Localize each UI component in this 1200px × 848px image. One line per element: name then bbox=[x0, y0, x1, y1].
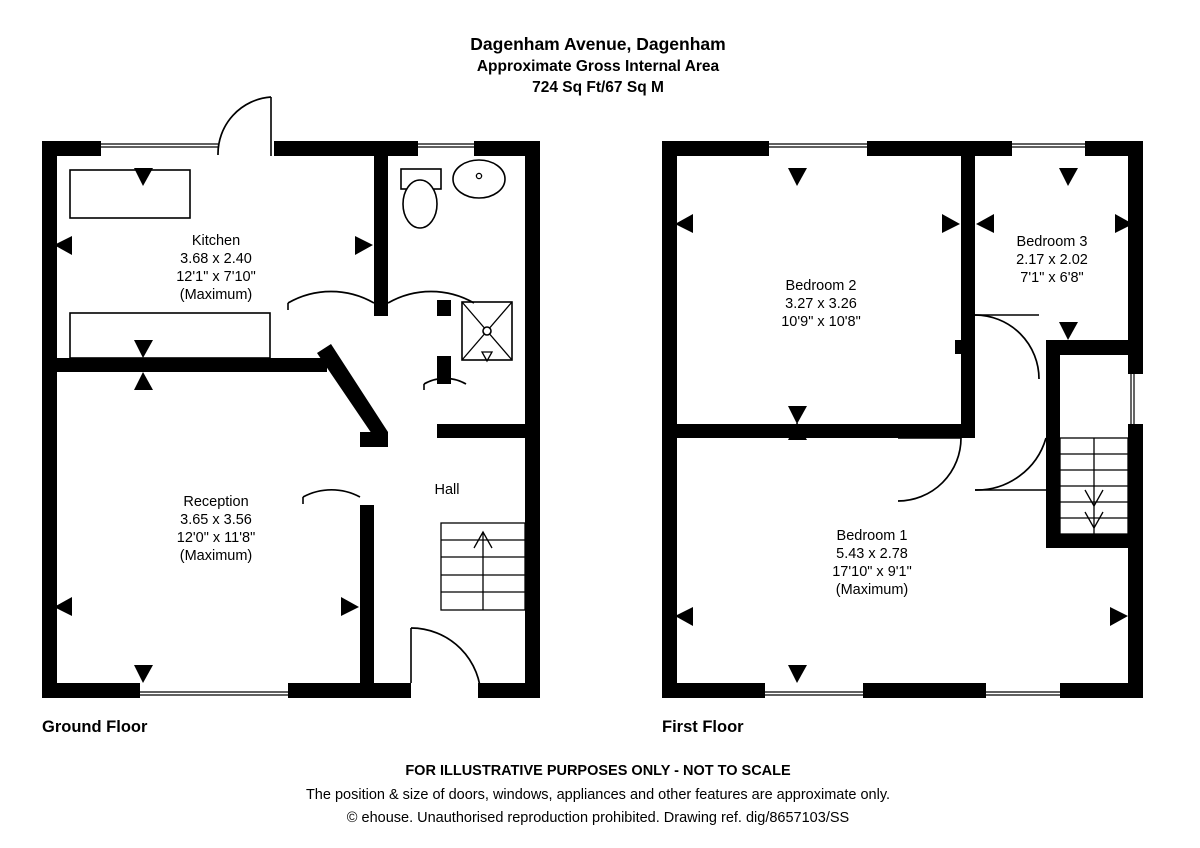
kitchen-worktop bbox=[69, 169, 271, 359]
floor-label-ground: Ground Floor bbox=[42, 718, 148, 736]
floor-label-first: First Floor bbox=[662, 718, 744, 736]
header-block: Dagenham Avenue, Dagenham Approximate Gr… bbox=[470, 34, 725, 96]
room-label-reception-name: Reception bbox=[183, 494, 248, 510]
room-label-hall: Hall bbox=[435, 482, 460, 498]
first-windows bbox=[765, 141, 1143, 698]
room-label-bed1-name: Bedroom 1 bbox=[837, 528, 908, 544]
room-label-bed2-name: Bedroom 2 bbox=[786, 278, 857, 294]
room-label-reception-note: (Maximum) bbox=[180, 548, 253, 564]
room-label-bed3-metric: 2.17 x 2.02 bbox=[1016, 252, 1088, 268]
staircase-up bbox=[440, 522, 526, 611]
room-label-kitchen-note: (Maximum) bbox=[180, 287, 253, 303]
shower-door-marker bbox=[480, 351, 494, 363]
room-label-kitchen-imperial: 12'1" x 7'10" bbox=[176, 269, 256, 285]
room-label-reception-metric: 3.65 x 3.56 bbox=[180, 512, 252, 528]
footer-block: FOR ILLUSTRATIVE PURPOSES ONLY - NOT TO … bbox=[306, 763, 890, 826]
bathroom-fixtures bbox=[400, 159, 513, 363]
ground-room-labels: Kitchen 3.68 x 2.40 12'1" x 7'10" (Maxim… bbox=[176, 233, 459, 564]
room-label-bed1-metric: 5.43 x 2.78 bbox=[836, 546, 908, 562]
ground-outer-walls bbox=[42, 141, 540, 698]
room-label-bed2-metric: 3.27 x 3.26 bbox=[785, 296, 857, 312]
ground-dimension-arrows bbox=[54, 168, 373, 683]
staircase-down bbox=[1059, 437, 1129, 535]
room-label-reception-imperial: 12'0" x 11'8" bbox=[177, 530, 255, 546]
room-label-bed3-name: Bedroom 3 bbox=[1017, 234, 1088, 250]
ground-windows bbox=[101, 141, 474, 698]
ground-floor-plan: Kitchen 3.68 x 2.40 12'1" x 7'10" (Maxim… bbox=[42, 96, 540, 736]
toilet-pan bbox=[402, 179, 438, 229]
first-outer-walls bbox=[662, 141, 1143, 698]
basin-plug bbox=[475, 172, 483, 180]
first-dimension-arrows bbox=[675, 168, 1133, 683]
room-label-kitchen-name: Kitchen bbox=[192, 233, 240, 249]
area-label: Approximate Gross Internal Area bbox=[477, 58, 720, 75]
area-value: 724 Sq Ft/67 Sq M bbox=[532, 79, 664, 96]
disclaimer-line-2: The position & size of doors, windows, a… bbox=[306, 787, 890, 803]
room-label-bed2-imperial: 10'9" x 10'8" bbox=[781, 314, 861, 330]
shower-drain bbox=[482, 326, 492, 336]
disclaimer-line-3: © ehouse. Unauthorised reproduction proh… bbox=[347, 810, 849, 826]
room-label-bed1-imperial: 17'10" x 9'1" bbox=[832, 564, 912, 580]
ground-back-door bbox=[217, 96, 274, 156]
first-floor-plan: Bedroom 2 3.27 x 3.26 10'9" x 10'8" Bedr… bbox=[662, 141, 1143, 736]
room-label-bed3-imperial: 7'1" x 6'8" bbox=[1020, 270, 1083, 286]
first-door-swings bbox=[897, 314, 1047, 502]
room-label-kitchen-metric: 3.68 x 2.40 bbox=[180, 251, 252, 267]
disclaimer-line-1: FOR ILLUSTRATIVE PURPOSES ONLY - NOT TO … bbox=[405, 763, 791, 779]
first-room-labels: Bedroom 2 3.27 x 3.26 10'9" x 10'8" Bedr… bbox=[781, 234, 1088, 598]
room-label-bed1-note: (Maximum) bbox=[836, 582, 909, 598]
ground-internal-walls bbox=[57, 156, 525, 698]
ground-door-swings bbox=[287, 290, 482, 699]
first-internal-walls bbox=[677, 156, 1128, 548]
page-title: Dagenham Avenue, Dagenham bbox=[470, 34, 725, 54]
